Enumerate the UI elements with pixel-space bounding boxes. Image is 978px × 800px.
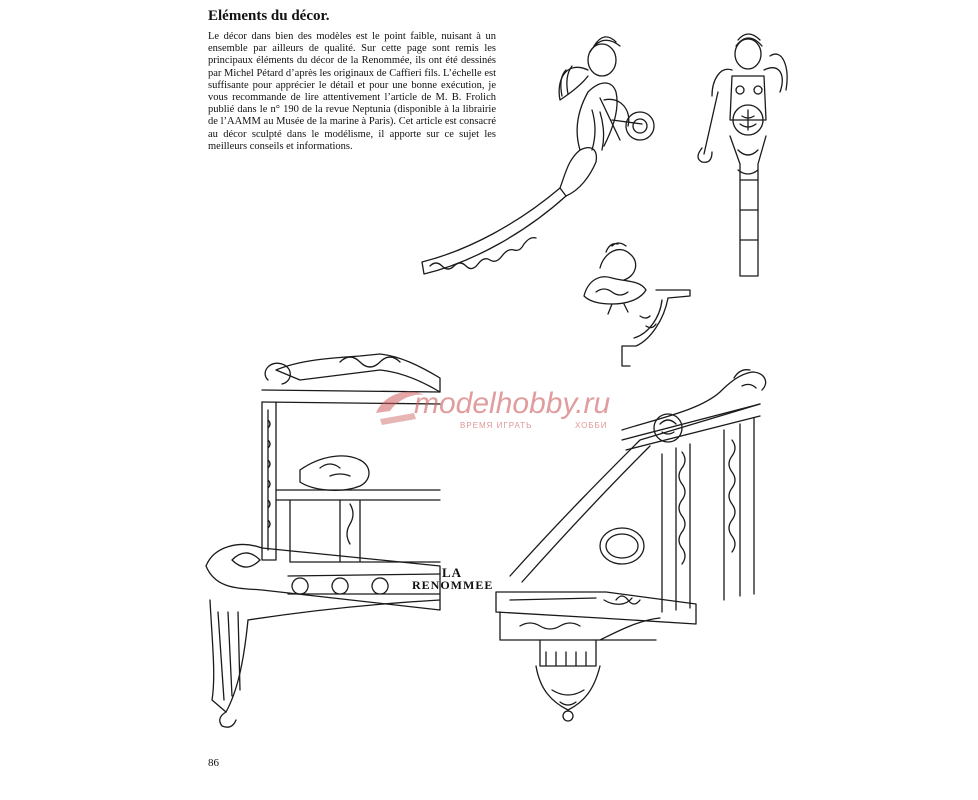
section-heading: Eléments du décor. (208, 8, 330, 24)
watermark-site: modelhobby.ru (414, 387, 611, 420)
stern-gallery-icon (205, 353, 441, 728)
figurehead-angel-icon (421, 36, 655, 275)
page-number: 86 (208, 757, 219, 769)
body-paragraph: Le décor dans bien des modèles est le po… (208, 31, 496, 152)
helmet-ornament-icon (583, 242, 647, 315)
watermark: modelhobby.ru ВРЕМЯ ИГРАТЬ ХОББИ (370, 383, 630, 439)
watermark-tagline: ВРЕМЯ ИГРАТЬ (460, 421, 533, 430)
ship-nameplate: LA RENOMMEE (412, 566, 492, 592)
nameplate-line-1: LA (441, 565, 463, 580)
quarter-gallery-icon (495, 369, 767, 722)
watermark-tagline-2: ХОББИ (575, 421, 608, 430)
bracket-icon (621, 289, 691, 367)
nameplate-line-2: RENOMMEE (412, 578, 494, 592)
figurehead-fleur-de-lis-icon (697, 33, 788, 277)
watermark-logo-icon (376, 391, 424, 425)
